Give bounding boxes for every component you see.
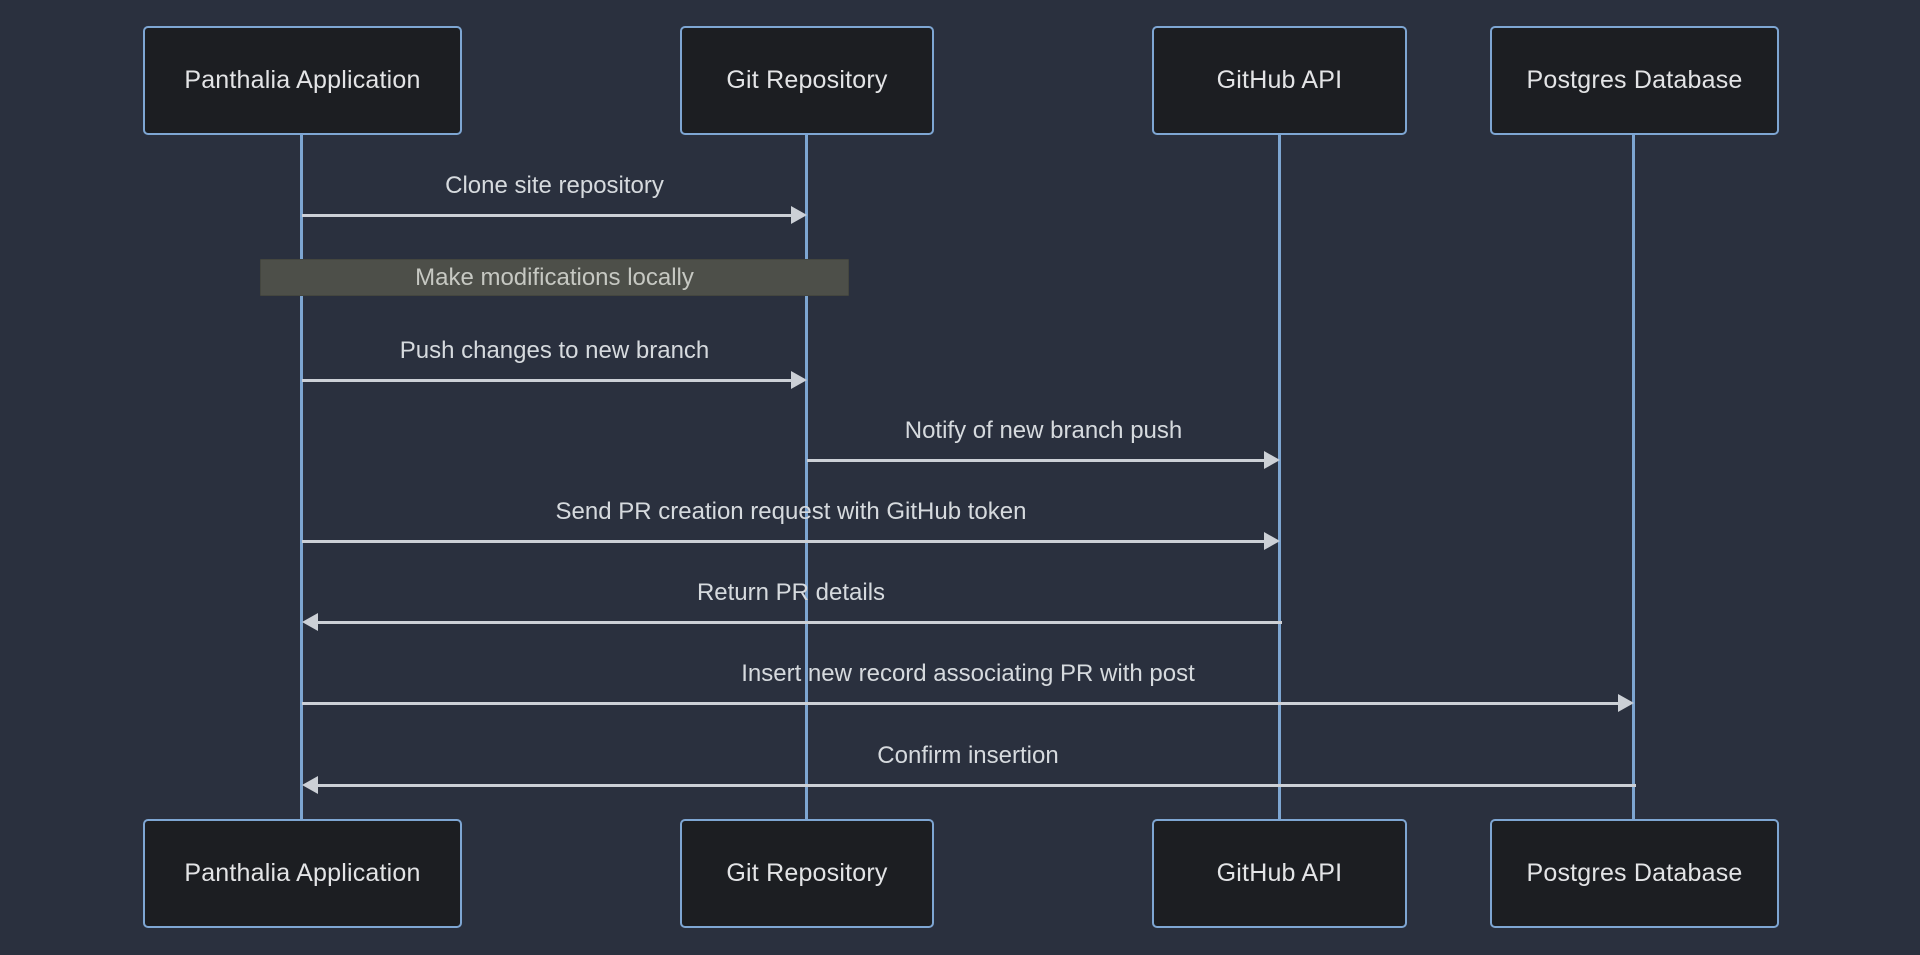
arrowhead-right-icon xyxy=(1618,694,1634,712)
message-label-clone-site-repository: Clone site repository xyxy=(445,172,664,199)
message-arrow-notify-branch-push xyxy=(807,459,1264,462)
lifeline-panthalia-application xyxy=(300,135,303,819)
actor-label: GitHub API xyxy=(1216,66,1343,94)
message-label-send-pr-request: Send PR creation request with GitHub tok… xyxy=(555,498,1027,525)
actor-label: Panthalia Application xyxy=(184,66,421,94)
message-arrow-insert-record xyxy=(302,702,1620,705)
actor-box-postgres-database-top: Postgres Database xyxy=(1490,26,1779,135)
actor-box-git-repository-bottom: Git Repository xyxy=(680,819,934,928)
arrowhead-left-icon xyxy=(302,613,318,631)
actor-box-panthalia-application-bottom: Panthalia Application xyxy=(143,819,462,928)
message-label-confirm-insertion: Confirm insertion xyxy=(877,742,1059,769)
lifeline-github-api xyxy=(1278,135,1281,819)
actor-label: Git Repository xyxy=(726,859,888,887)
actor-label: Postgres Database xyxy=(1526,66,1743,94)
message-label-insert-record: Insert new record associating PR with po… xyxy=(741,660,1195,687)
lifeline-postgres-database xyxy=(1632,135,1635,819)
lifeline-git-repository xyxy=(805,135,808,819)
actor-box-postgres-database-bottom: Postgres Database xyxy=(1490,819,1779,928)
actor-box-github-api-bottom: GitHub API xyxy=(1152,819,1407,928)
actor-label: Postgres Database xyxy=(1526,859,1743,887)
message-arrow-confirm-insertion xyxy=(318,784,1636,787)
message-label-notify-branch-push: Notify of new branch push xyxy=(904,417,1183,444)
message-label-push-changes: Push changes to new branch xyxy=(399,337,710,364)
arrowhead-right-icon xyxy=(1264,532,1280,550)
message-arrow-push-changes xyxy=(302,379,793,382)
message-label-return-pr-details: Return PR details xyxy=(696,579,886,606)
arrowhead-left-icon xyxy=(302,776,318,794)
actor-label: Panthalia Application xyxy=(184,859,421,887)
arrowhead-right-icon xyxy=(791,206,807,224)
actor-box-github-api-top: GitHub API xyxy=(1152,26,1407,135)
arrowhead-right-icon xyxy=(1264,451,1280,469)
message-arrow-return-pr-details xyxy=(318,621,1282,624)
actor-box-git-repository-top: Git Repository xyxy=(680,26,934,135)
actor-box-panthalia-application-top: Panthalia Application xyxy=(143,26,462,135)
arrowhead-right-icon xyxy=(791,371,807,389)
actor-label: Git Repository xyxy=(726,66,888,94)
note-make-modifications-locally: Make modifications locally xyxy=(260,259,849,296)
message-arrow-send-pr-request xyxy=(302,540,1266,543)
actor-label: GitHub API xyxy=(1216,859,1343,887)
message-arrow-clone-site-repository xyxy=(302,214,793,217)
